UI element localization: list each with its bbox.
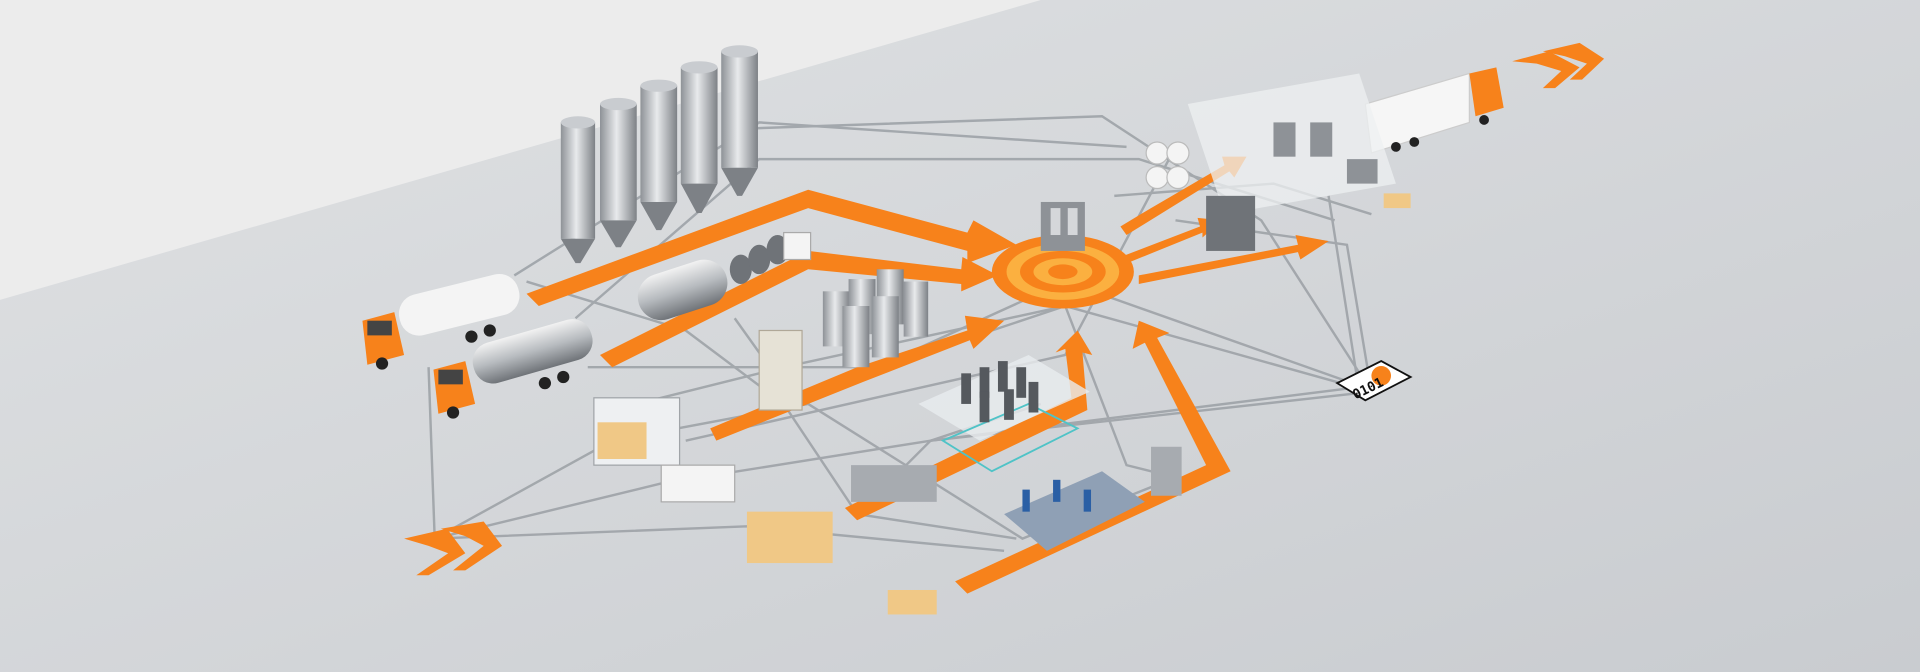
tanker-truck-white — [362, 273, 520, 370]
gear-icon — [1371, 365, 1392, 386]
backdrop-wall — [0, 0, 1041, 300]
inbound-chevrons — [404, 521, 503, 576]
outbound-chevrons — [1512, 42, 1605, 89]
production-cells — [593, 73, 1411, 615]
tanker-truck-steel — [433, 319, 593, 419]
storage-tank — [637, 259, 728, 321]
silos — [560, 45, 758, 264]
drums — [729, 231, 812, 284]
central-hub — [991, 201, 1134, 309]
small-silos — [822, 269, 929, 368]
data-sign: 0101 — [1335, 360, 1413, 403]
